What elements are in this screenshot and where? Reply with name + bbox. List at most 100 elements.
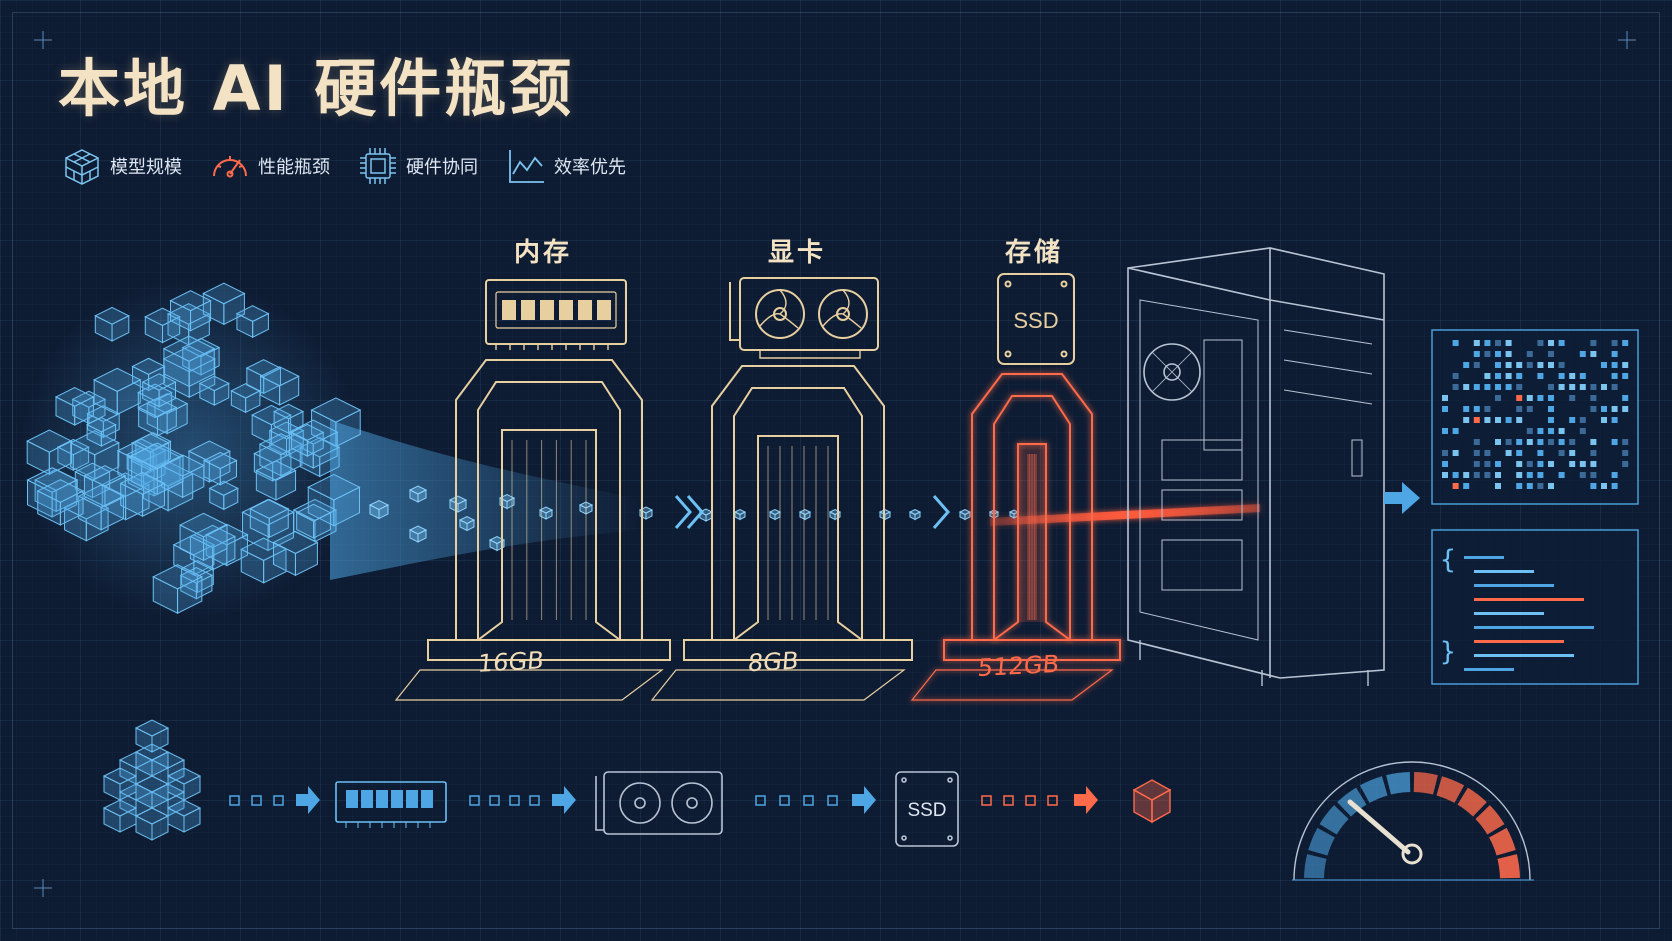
output-pixel <box>1452 483 1459 489</box>
flow-dot <box>827 795 838 806</box>
model-cube <box>119 471 166 518</box>
model-cube <box>202 282 246 326</box>
model-cube-cloud <box>20 280 362 620</box>
output-pixel <box>1548 340 1554 346</box>
output-pixel <box>1611 483 1618 489</box>
output-pixel <box>1526 428 1533 434</box>
gauge-segment <box>1319 805 1349 835</box>
legend-item-efficiency: 效率优先 <box>504 144 626 188</box>
output-pixel <box>1495 472 1501 478</box>
output-pixel <box>1590 483 1597 489</box>
output-pixel <box>1505 450 1512 456</box>
model-cube <box>86 405 121 439</box>
model-cube <box>288 419 339 469</box>
output-pixel <box>1495 395 1501 401</box>
output-pixel <box>1590 384 1597 390</box>
output-pixel <box>1495 461 1501 467</box>
mini-cube <box>134 719 170 753</box>
output-pixel <box>1590 472 1597 478</box>
model-cube <box>63 496 110 542</box>
output-pixel <box>1622 373 1629 379</box>
output-pixel <box>1516 395 1523 401</box>
output-pixel <box>1622 461 1629 467</box>
flow-chevrons <box>674 495 950 529</box>
gauge-segment <box>1359 776 1388 803</box>
output-pixel <box>1473 340 1480 346</box>
model-cube <box>85 417 117 447</box>
output-pixel <box>1473 406 1480 412</box>
output-pixel <box>1495 340 1501 346</box>
stream-cube <box>698 508 714 522</box>
output-pixel <box>1484 373 1491 379</box>
storage-capacity: 512GB <box>976 649 1061 683</box>
model-cube <box>202 451 238 486</box>
stage-label-gpu: 显卡 <box>768 238 827 268</box>
code-line <box>1474 640 1564 643</box>
model-cube <box>141 373 177 408</box>
output-pixel <box>1452 428 1459 434</box>
output-pixel <box>1611 351 1618 357</box>
output-pixel <box>1473 439 1480 445</box>
output-pixel <box>1505 373 1512 379</box>
ssd-drive <box>997 273 1075 365</box>
legend-label: 性能瓶颈 <box>258 157 330 178</box>
output-pixel <box>1590 395 1597 401</box>
code-line <box>1474 654 1574 657</box>
output-pixel <box>1526 406 1533 412</box>
output-pixel <box>1590 351 1597 357</box>
code-line <box>1464 556 1504 559</box>
model-cube <box>152 564 203 615</box>
output-pixel <box>1590 439 1597 445</box>
output-pixel <box>1516 439 1523 445</box>
gauge-segment <box>1304 854 1327 879</box>
output-pixel <box>1537 450 1544 456</box>
output-pixel <box>1537 340 1544 346</box>
output-pixel <box>1484 406 1491 412</box>
output-pixel <box>1548 362 1554 368</box>
flow-dot <box>803 795 814 806</box>
stream-cube <box>408 485 428 503</box>
output-pixel <box>1505 439 1512 445</box>
output-pixel <box>1579 384 1586 390</box>
flow-dot <box>489 795 500 806</box>
output-pixel <box>1611 417 1618 423</box>
stream-cube <box>798 508 812 521</box>
output-pixel <box>1601 483 1607 489</box>
model-cube <box>36 479 85 526</box>
svg-text:{: { <box>1440 545 1456 575</box>
output-pixel <box>1484 351 1491 357</box>
output-pixel <box>1516 472 1523 478</box>
output-pixel <box>1569 450 1576 456</box>
model-cube <box>26 429 73 476</box>
output-pixel <box>1611 362 1618 368</box>
output-pixel <box>1442 472 1448 478</box>
output-pixel <box>1495 373 1501 379</box>
output-pixel <box>1548 439 1554 445</box>
output-pixel <box>1526 472 1533 478</box>
stream-cube <box>908 508 922 521</box>
output-pixel <box>1590 406 1597 412</box>
mini-ssd-label: SSD <box>907 800 946 821</box>
output-pixel <box>1516 450 1523 456</box>
flow-dot <box>779 795 790 806</box>
output-pixel <box>1495 439 1501 445</box>
output-pixel <box>1484 461 1491 467</box>
output-pixel <box>1537 428 1544 434</box>
model-cube <box>162 335 216 388</box>
mini-cube <box>134 775 170 809</box>
output-pixel <box>1569 461 1576 467</box>
output-pixel <box>1579 472 1586 478</box>
output-pixel <box>1611 384 1618 390</box>
model-cube <box>131 357 166 392</box>
output-pixel <box>1526 351 1533 357</box>
model-cube <box>187 440 231 483</box>
output-pixel <box>1452 384 1459 390</box>
mini-cube <box>102 799 138 833</box>
stage-label-storage: 存储 <box>1005 238 1064 268</box>
model-cube <box>255 460 297 501</box>
model-cube <box>208 480 239 511</box>
performance-gauge <box>1292 761 1534 881</box>
svg-text:}: } <box>1440 637 1456 667</box>
